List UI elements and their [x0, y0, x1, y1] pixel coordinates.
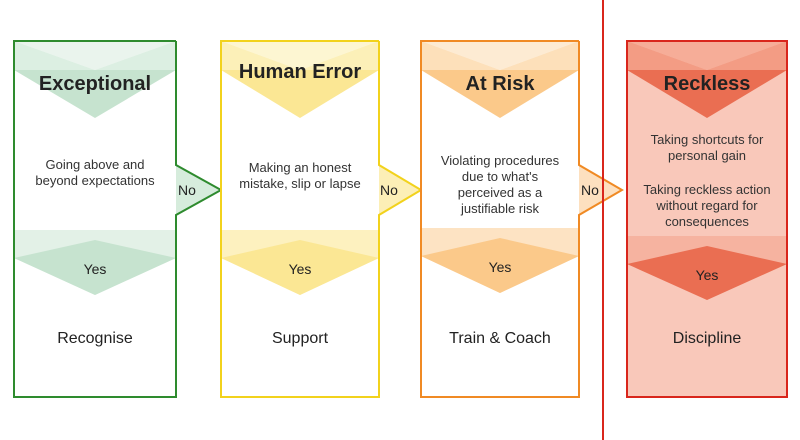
column-human-error: [220, 40, 423, 398]
box-exceptional-border: [13, 40, 224, 398]
yes-chevron-human-error: [221, 240, 379, 295]
description-reckless-2: Taking reckless action without regard fo…: [643, 182, 771, 229]
top-band-right-reckless: [707, 41, 787, 70]
title-at-risk: At Risk: [465, 73, 535, 95]
top-chevron-at-risk: [421, 70, 579, 118]
description-at-risk: Violating procedures due to what's perce…: [440, 153, 560, 216]
top-band-at-risk: [421, 41, 579, 70]
top-chevron-reckless: [627, 70, 787, 118]
box-at-risk-border: [420, 40, 624, 398]
top-band-exceptional: [14, 41, 176, 70]
box-human-error-border: [220, 40, 423, 398]
yes-chevron-exceptional: [14, 240, 176, 295]
title-reckless: Reckless: [663, 73, 751, 95]
top-band-right-exceptional: [95, 41, 176, 70]
top-chevron-human-error: [221, 70, 379, 118]
no-arrow-fill-human-error: [379, 165, 421, 215]
yes-chevron-reckless: [627, 246, 787, 300]
top-band-human-error: [221, 41, 379, 70]
yes-label-human-error: Yes: [288, 261, 312, 277]
top-band-reckless: [627, 41, 787, 70]
top-band-left-exceptional: [14, 41, 95, 70]
action-recognise: Recognise: [57, 330, 133, 347]
top-band-left-human-error: [221, 41, 300, 70]
yes-label-exceptional: Yes: [83, 261, 107, 277]
no-label-exceptional: No: [178, 182, 196, 198]
yes-label-reckless: Yes: [695, 267, 719, 283]
description-exceptional: Going above and beyond expectations: [35, 157, 155, 188]
description-reckless-1: Taking shortcuts for personal gain: [650, 132, 764, 163]
column-exceptional: [13, 40, 224, 398]
action-train-coach: Train & Coach: [449, 330, 551, 347]
title-exceptional: Exceptional: [38, 73, 152, 95]
top-band-right-at-risk: [500, 41, 579, 70]
no-label-human-error: No: [380, 182, 398, 198]
top-band-left-at-risk: [421, 41, 500, 70]
description-human-error: Making an honest mistake, slip or lapse: [239, 160, 361, 191]
no-label-at-risk: No: [581, 182, 599, 198]
no-arrow-fill-at-risk: [579, 165, 622, 215]
no-arrow-fill-exceptional: [176, 165, 221, 215]
column-at-risk: [420, 40, 624, 398]
yes-label-at-risk: Yes: [488, 259, 512, 275]
action-discipline: Discipline: [672, 330, 742, 347]
column-reckless: [626, 40, 788, 398]
box-reckless-border: [626, 40, 788, 398]
yes-chevron-at-risk: [421, 238, 579, 293]
top-band-right-human-error: [300, 41, 379, 70]
top-chevron-exceptional: [14, 70, 176, 118]
title-human-error: Human Error: [238, 61, 362, 83]
action-support: Support: [271, 330, 329, 347]
top-band-left-reckless: [627, 41, 707, 70]
